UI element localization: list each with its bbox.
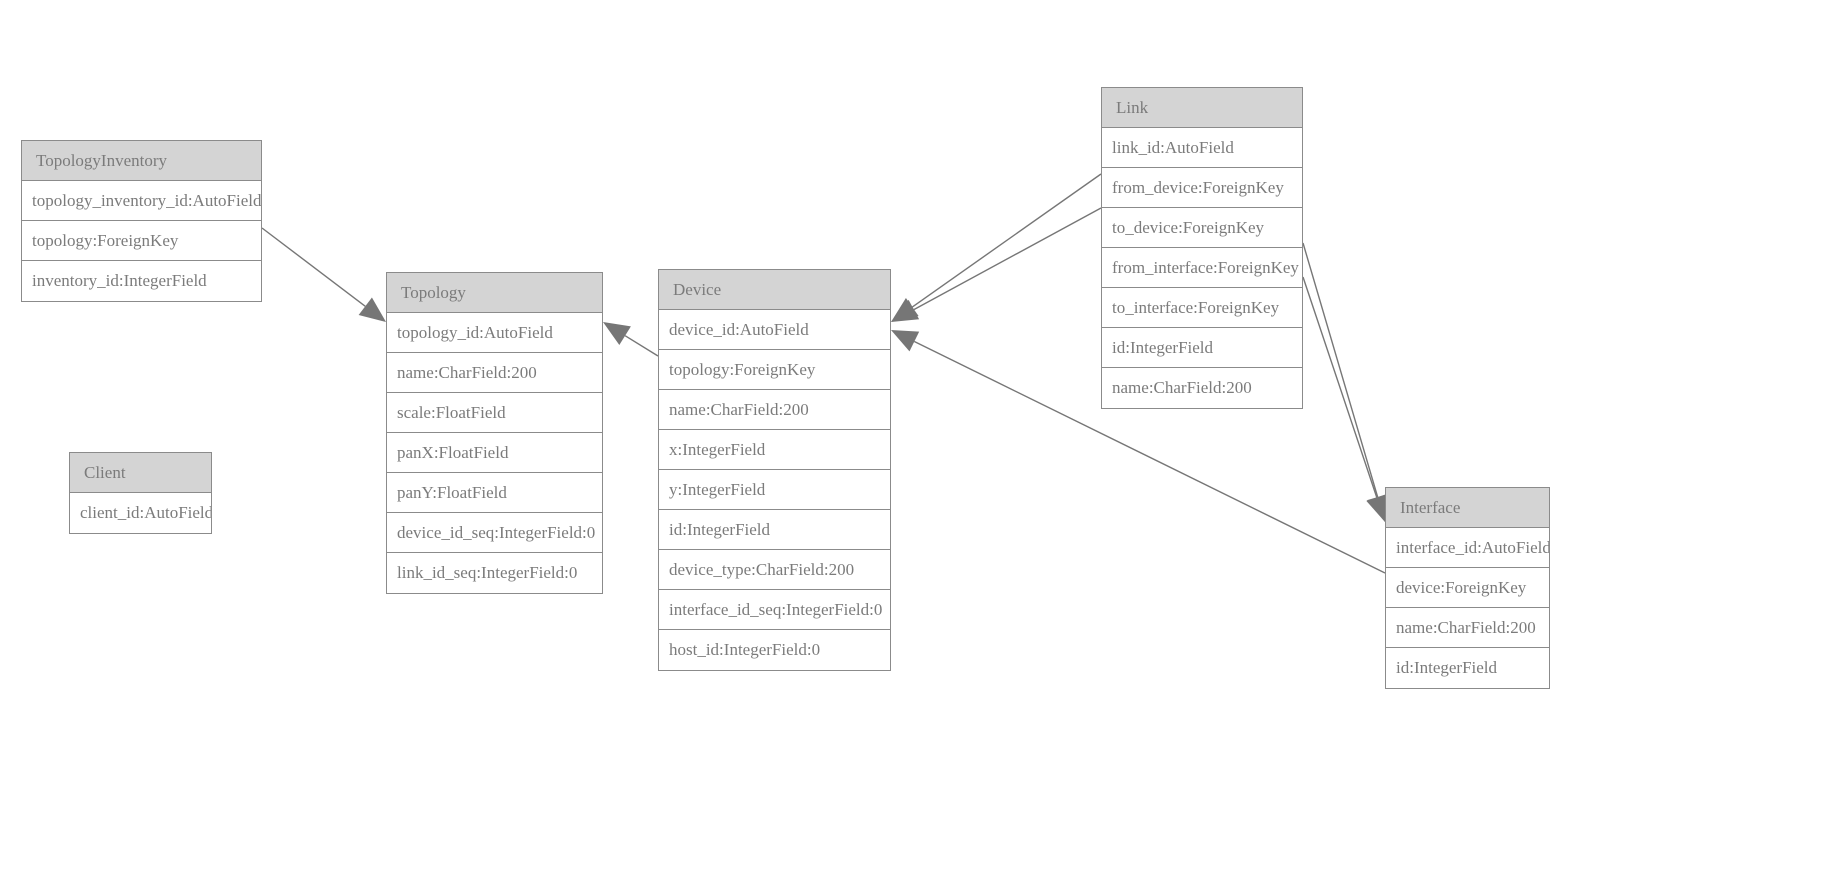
entity-title-topology: Topology <box>387 273 602 313</box>
entity-field-row[interactable]: client_id:AutoField <box>80 503 211 522</box>
entity-field-row[interactable]: name:CharField:200 <box>1112 378 1252 397</box>
entity-field-row[interactable]: to_device:ForeignKey <box>1102 208 1302 248</box>
entity-field-row[interactable]: x:IntegerField <box>659 430 890 470</box>
entity-field-row[interactable]: device_id_seq:IntegerField:0 <box>387 513 602 553</box>
arrowhead-icon <box>603 322 631 346</box>
relationship-topologyinventory-topology <box>261 227 386 322</box>
entity-field-row[interactable]: device_type:CharField:200 <box>659 550 890 590</box>
entity-field-row[interactable]: scale:FloatField <box>387 393 602 433</box>
entity-fields-client: client_id:AutoField <box>70 493 211 533</box>
entity-client[interactable]: Client client_id:AutoField <box>69 452 212 534</box>
entity-field-row[interactable]: topology_inventory_id:AutoField <box>22 181 261 221</box>
entity-field-row[interactable]: to_interface:ForeignKey <box>1102 288 1302 328</box>
entity-title-interface: Interface <box>1386 488 1549 528</box>
entity-field-row[interactable]: name:CharField:200 <box>1386 608 1549 648</box>
entity-field-row[interactable]: id:IntegerField <box>1396 658 1498 677</box>
arrowhead-icon <box>891 299 920 322</box>
arrowhead-icon <box>358 297 386 322</box>
entity-field-row[interactable]: name:CharField:200 <box>387 353 602 393</box>
entity-field-row[interactable]: from_interface:ForeignKey <box>1102 248 1302 288</box>
entity-title-topology_inventory: TopologyInventory <box>22 141 261 181</box>
arrowhead-icon <box>891 330 920 352</box>
entity-field-row[interactable]: device_id:AutoField <box>659 310 890 350</box>
entity-field-row[interactable]: link_id_seq:IntegerField:0 <box>397 563 578 582</box>
entity-field-row[interactable]: device:ForeignKey <box>1386 568 1549 608</box>
relationship-link-from-interface <box>1302 242 1389 522</box>
entity-title-device: Device <box>659 270 890 310</box>
entity-field-row[interactable]: topology:ForeignKey <box>659 350 890 390</box>
entity-field-row[interactable]: interface_id_seq:IntegerField:0 <box>659 590 890 630</box>
arrowhead-icon <box>891 298 919 322</box>
relationship-link-to-interface <box>1302 276 1388 522</box>
entity-field-row[interactable]: from_device:ForeignKey <box>1102 168 1302 208</box>
entity-title-link: Link <box>1102 88 1302 128</box>
entity-field-row[interactable]: panY:FloatField <box>387 473 602 513</box>
entity-field-row[interactable]: id:IntegerField <box>1102 328 1302 368</box>
entity-field-row[interactable]: topology_id:AutoField <box>387 313 602 353</box>
entity-field-row[interactable]: link_id:AutoField <box>1102 128 1302 168</box>
entity-field-row[interactable]: inventory_id:IntegerField <box>32 271 207 290</box>
entity-field-row[interactable]: host_id:IntegerField:0 <box>669 640 821 659</box>
relationship-link-from-device <box>891 173 1102 322</box>
relationship-link-to-device <box>891 207 1102 322</box>
entity-field-row[interactable]: name:CharField:200 <box>659 390 890 430</box>
entity-field-row[interactable]: topology:ForeignKey <box>22 221 261 261</box>
entity-field-row[interactable]: interface_id:AutoField <box>1386 528 1549 568</box>
entity-field-row[interactable]: panX:FloatField <box>387 433 602 473</box>
entity-title-client: Client <box>70 453 211 493</box>
entity-field-row[interactable]: y:IntegerField <box>659 470 890 510</box>
relationship-device-topology <box>603 322 659 357</box>
entity-field-row[interactable]: id:IntegerField <box>659 510 890 550</box>
